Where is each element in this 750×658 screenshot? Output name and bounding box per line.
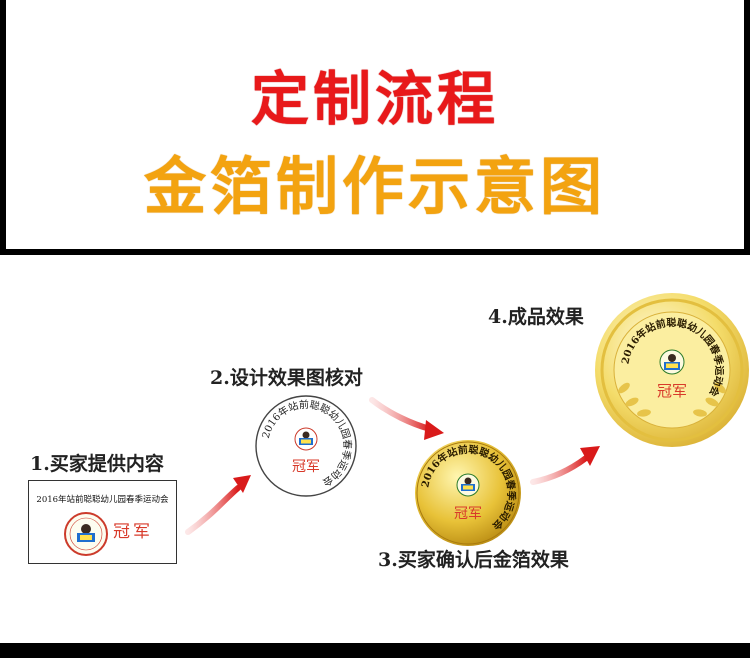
kids-reading-logo-icon bbox=[659, 349, 685, 375]
step-1-label: 1.买家提供内容 bbox=[30, 453, 164, 475]
kids-reading-logo-icon bbox=[64, 512, 108, 556]
step-2-label: 2.设计效果图核对 bbox=[210, 367, 363, 389]
design-champion-text: 冠军 bbox=[292, 459, 320, 475]
laurel-wreath-icon bbox=[618, 382, 726, 417]
design-proof-medal: 2016年站前聪聪幼儿园春季运动会 冠军 bbox=[255, 395, 357, 497]
gold-foil-medal: 2016年站前聪聪幼儿园春季运动会 冠军 bbox=[415, 440, 521, 546]
finished-medal: 2016年站前聪聪幼儿园春季运动会 冠军 bbox=[595, 293, 749, 447]
step-3-label: 3.买家确认后金箔效果 bbox=[378, 549, 569, 571]
card-champion-text: 冠军 bbox=[113, 522, 153, 542]
content-card: 2016年站前聪聪幼儿园春季运动会 冠军 bbox=[28, 480, 177, 564]
red-arrow-icon bbox=[369, 397, 444, 440]
red-arrow-icon bbox=[530, 446, 600, 485]
step-4-label: 4.成品效果 bbox=[488, 306, 584, 328]
gold-champion-text: 冠军 bbox=[454, 506, 482, 522]
page-title: 定制流程 bbox=[250, 65, 499, 133]
card-event-text: 2016年站前聪聪幼儿园春季运动会 bbox=[36, 495, 169, 505]
finished-champion-text: 冠军 bbox=[657, 382, 687, 400]
kids-reading-logo-icon bbox=[294, 427, 318, 451]
kids-reading-logo-icon bbox=[456, 473, 480, 497]
header-panel bbox=[6, 0, 744, 249]
page-subtitle: 金箔制作示意图 bbox=[143, 150, 606, 223]
red-arrow-icon bbox=[185, 475, 251, 535]
